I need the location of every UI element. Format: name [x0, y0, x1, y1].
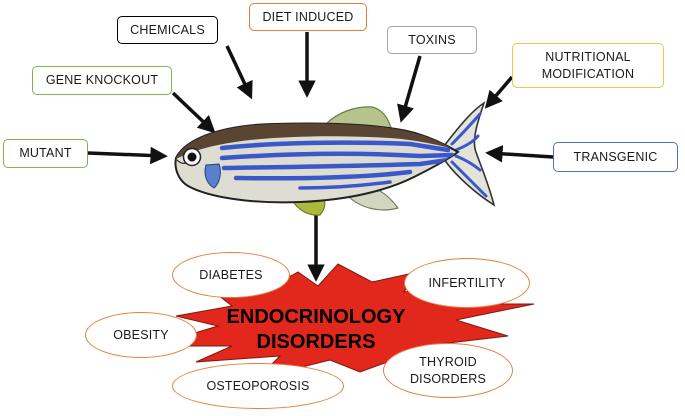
- arrow-transgenic: [485, 145, 554, 163]
- endocrinology-disorders-title: ENDOCRINOLOGY DISORDERS: [216, 305, 416, 355]
- chemicals-label: CHEMICALS: [130, 22, 205, 37]
- transgenic-box: TRANSGENIC: [553, 142, 678, 172]
- arrow-toxins: [397, 55, 422, 123]
- gene-knockout-box: GENE KNOCKOUT: [32, 66, 172, 95]
- mutant-label: MUTANT: [19, 146, 72, 161]
- diet-induced-label: DIET INDUCED: [262, 9, 354, 24]
- mutant-box: MUTANT: [3, 139, 88, 168]
- toxins-label: TOXINS: [408, 32, 456, 47]
- cause-arrows: [87, 32, 554, 282]
- nutritional-modification-label: NUTRITIONAL MODIFICATION: [541, 49, 635, 81]
- osteoporosis-oval: OSTEOPOROSIS: [172, 363, 344, 409]
- fish-back-shading: [175, 123, 458, 160]
- gill-cover: [204, 163, 221, 189]
- diabetes-oval: DIABETES: [172, 252, 290, 298]
- infertility-oval: INFERTILITY: [404, 258, 530, 308]
- obesity-label: OBESITY: [113, 327, 169, 342]
- tail-fin: [443, 101, 496, 207]
- nutritional-modification-box: NUTRITIONAL MODIFICATION: [512, 43, 664, 88]
- diabetes-label: DIABETES: [199, 267, 263, 282]
- osteoporosis-label: OSTEOPOROSIS: [206, 378, 310, 393]
- toxins-box: TOXINS: [387, 26, 477, 54]
- thyroid-disorders-oval: THYROID DISORDERS: [383, 343, 513, 398]
- fish-pupil: [187, 152, 197, 162]
- thyroid-line-2: DISORDERS: [409, 371, 487, 386]
- body-stripes: [219, 140, 455, 190]
- arrow-nutritional: [484, 75, 514, 109]
- infertility-label: INFERTILITY: [428, 275, 506, 290]
- arrow-chemicals: [225, 45, 253, 100]
- tail-stripes: [450, 112, 488, 198]
- thyroid-line-1: THYROID: [419, 354, 477, 369]
- transgenic-label: TRANSGENIC: [573, 149, 658, 164]
- title-line-1: ENDOCRINOLOGY: [226, 306, 406, 328]
- arrow-mutant: [87, 146, 168, 165]
- title-line-2: DISORDERS: [256, 331, 376, 353]
- arrow-gene-knockout: [171, 91, 216, 134]
- gene-knockout-label: GENE KNOCKOUT: [45, 73, 159, 88]
- thyroid-disorders-label: THYROID DISORDERS: [410, 354, 486, 388]
- zebrafish-illustration: [174, 101, 496, 216]
- diet-induced-box: DIET INDUCED: [249, 3, 367, 31]
- obesity-oval: OBESITY: [85, 312, 197, 358]
- chemicals-box: CHEMICALS: [117, 16, 218, 44]
